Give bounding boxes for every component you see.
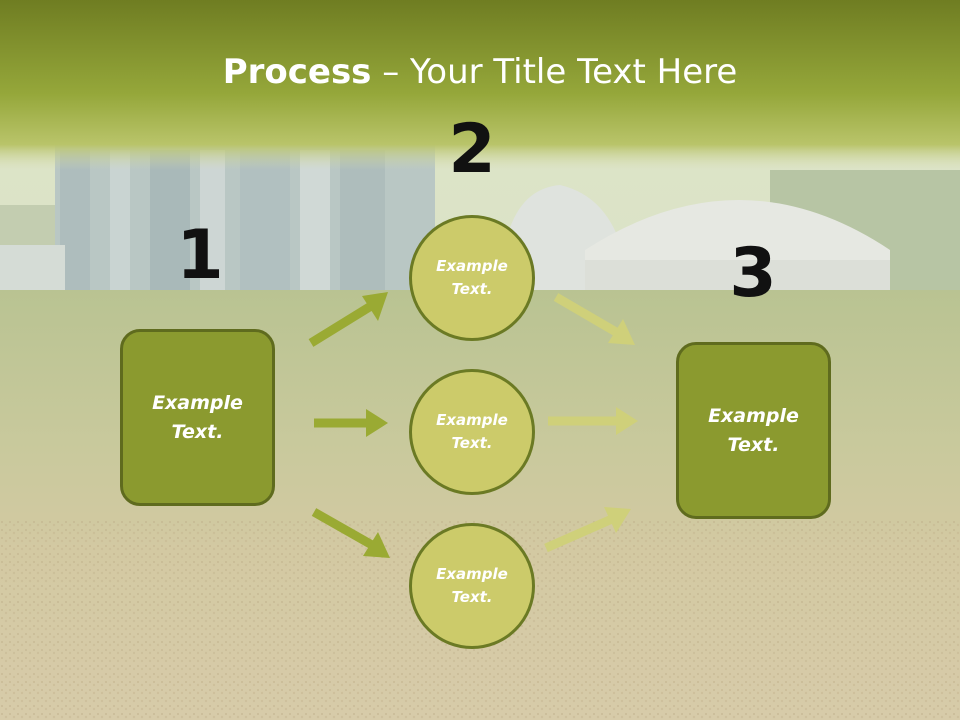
arrow-middle-to-3 — [548, 407, 638, 435]
slide-title: Process – Your Title Text Here — [0, 52, 960, 92]
step-1-box: Example Text. — [120, 329, 275, 506]
step-3-label: Example Text. — [708, 404, 799, 456]
title-rest: – Your Title Text Here — [371, 52, 738, 92]
step-1-label: Example Text. — [152, 391, 243, 443]
arrow-bottom-to-3 — [544, 507, 631, 553]
step-2-circle-bottom: Example Text. — [409, 523, 535, 649]
step-number-2: 2 — [448, 110, 496, 189]
circle-top-label: Example Text. — [436, 257, 508, 298]
step-2-circle-middle: Example Text. — [409, 369, 535, 495]
step-number-1: 1 — [176, 216, 224, 295]
step-number-3: 3 — [729, 234, 777, 313]
step-2-circle-top: Example Text. — [409, 215, 535, 341]
circle-bottom-label: Example Text. — [436, 565, 508, 606]
arrow-1-to-bottom — [311, 508, 390, 558]
title-bold: Process — [222, 52, 372, 92]
step-3-box: Example Text. — [676, 342, 831, 519]
arrow-1-to-top — [308, 292, 388, 347]
circle-middle-label: Example Text. — [436, 411, 508, 452]
arrow-top-to-3 — [553, 293, 635, 345]
arrow-1-to-middle — [314, 409, 388, 437]
